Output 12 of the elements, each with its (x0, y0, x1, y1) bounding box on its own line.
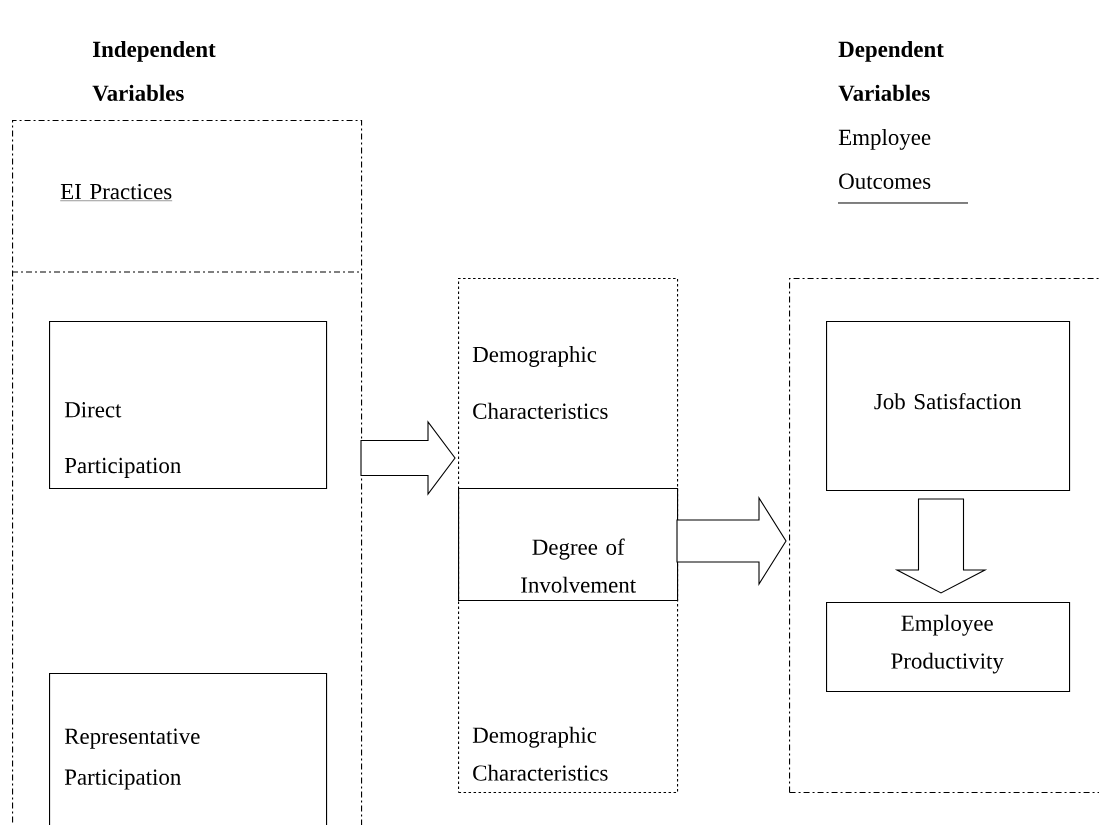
heading: Independent Variables (92, 41, 216, 102)
process-box: Employee Productivity (826, 602, 1071, 693)
block-arrow (676, 496, 787, 586)
block-arrow (894, 498, 988, 594)
process-box: Degree of Involvement (458, 488, 679, 602)
process-box: Job Satisfaction (826, 321, 1071, 492)
heading: Dependent Variables (838, 41, 944, 102)
process-box: Representative Participation (49, 673, 328, 825)
dashed-box (789, 278, 1099, 794)
column-heading: Employee Outcomes (837, 129, 969, 204)
process-box: Direct Participation (49, 321, 328, 490)
block-arrow (360, 420, 456, 496)
